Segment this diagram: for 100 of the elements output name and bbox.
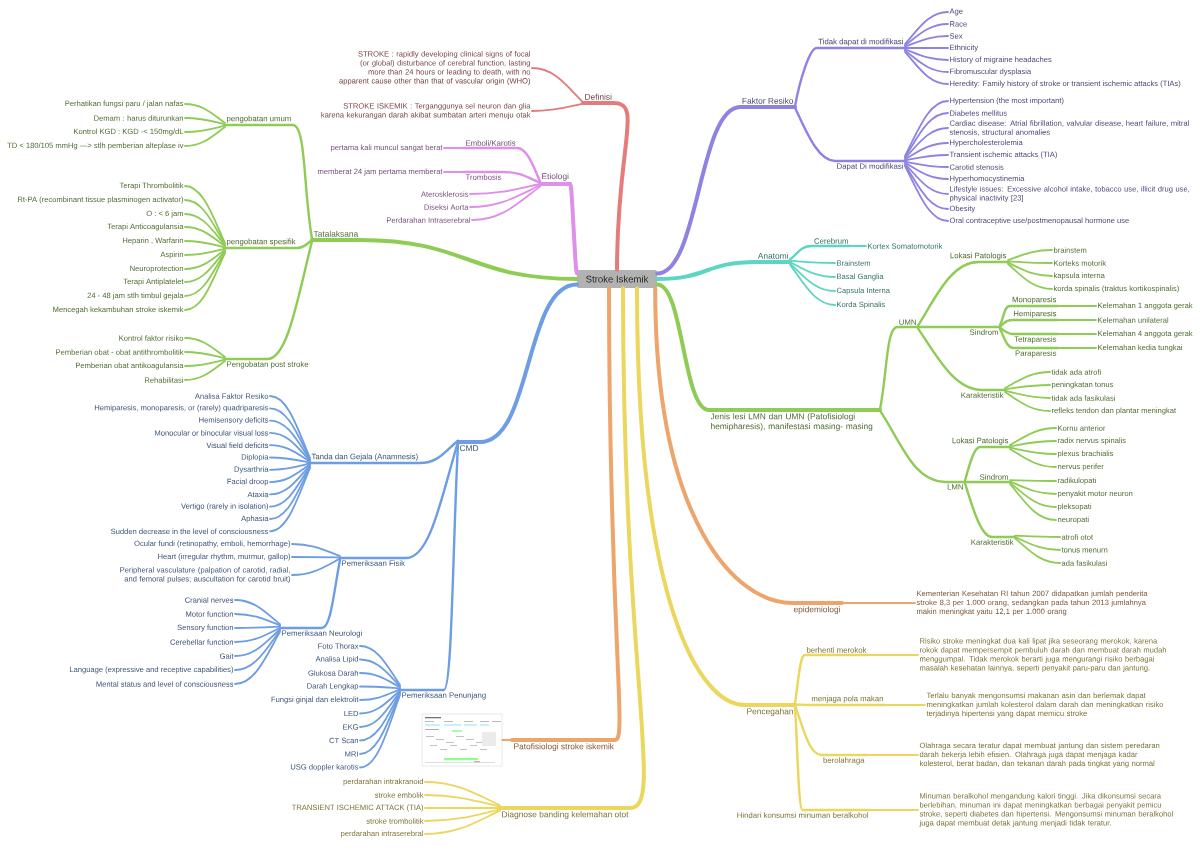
branch-label: CMD	[459, 445, 479, 452]
branch-line	[635, 286, 797, 707]
branch-line	[998, 318, 1060, 328]
branch-line	[1009, 481, 1057, 508]
branch-line	[359, 690, 401, 728]
branch-line	[471, 185, 541, 221]
branch-line	[269, 464, 311, 496]
branch-line	[963, 482, 1017, 539]
branch-line	[269, 466, 311, 520]
branch-line	[234, 625, 281, 629]
branch-line	[234, 627, 281, 643]
branch-line	[184, 248, 226, 270]
branch-line	[904, 112, 949, 158]
branch-line	[1057, 319, 1097, 321]
branch-label: Pencegahan	[747, 708, 793, 716]
branch-line	[184, 247, 226, 256]
branch-line	[1007, 263, 1053, 290]
branch-line	[1007, 249, 1053, 261]
branch-line	[1009, 446, 1057, 455]
branch-line	[655, 105, 797, 276]
branch-line	[904, 161, 949, 180]
branch-line	[184, 213, 226, 247]
branch-line	[269, 395, 311, 459]
branch-line	[789, 259, 836, 264]
branch-line	[269, 467, 311, 533]
branch-line	[184, 117, 226, 126]
branch-line	[269, 456, 311, 464]
branch-line	[998, 326, 1060, 336]
branch-line	[998, 304, 1060, 327]
branch-line	[469, 183, 541, 195]
branch-label: Jenis lesi LMN dan UMN (Patofisiologi hemipharesis), manifestasi masing- masing	[710, 413, 873, 431]
branch-line	[291, 543, 341, 557]
branch-line	[308, 439, 460, 465]
branch-line	[1014, 537, 1061, 564]
branch-line	[916, 327, 1007, 392]
branch-line	[916, 260, 1010, 327]
branch-line	[359, 688, 401, 701]
branch-line	[359, 691, 401, 742]
branch-label: Patofisiologi stroke iskemik	[514, 743, 614, 751]
branch-line	[1009, 448, 1057, 468]
branch-line	[498, 286, 646, 810]
branch-label: Tatalaksana	[313, 230, 359, 237]
branch-line	[1004, 389, 1051, 399]
branch-line	[462, 146, 542, 183]
branch-line	[904, 142, 949, 161]
branch-line	[234, 613, 281, 627]
branch-line	[359, 645, 401, 686]
branch-line	[234, 629, 281, 671]
branch-line	[904, 165, 949, 222]
branch-line	[269, 462, 311, 471]
branch-line	[904, 51, 949, 85]
branch-line	[655, 260, 792, 281]
branch-line	[904, 47, 949, 49]
branch-line	[291, 556, 341, 559]
branch-line	[653, 286, 844, 605]
branch-line	[1014, 534, 1061, 538]
branch-line	[359, 658, 401, 687]
branch-line	[424, 781, 501, 807]
branch-line	[869, 809, 919, 811]
branch-line	[793, 46, 907, 108]
branch-line	[1057, 347, 1097, 349]
branch-line	[581, 101, 630, 272]
branch-line	[1057, 305, 1097, 307]
branch-line	[359, 694, 401, 769]
branch-line	[904, 164, 949, 210]
branch-line	[963, 445, 1012, 482]
branch-line	[789, 261, 836, 278]
topic-box: Stroke Iskemik	[577, 270, 657, 288]
branch-line	[443, 147, 465, 149]
branch-line	[904, 35, 949, 48]
branch-line	[269, 444, 311, 463]
branch-line	[1014, 536, 1061, 551]
branch-line	[184, 249, 226, 283]
branch-line	[469, 184, 541, 208]
branch-line	[904, 48, 949, 61]
branch-line	[904, 23, 949, 47]
branch-line	[278, 558, 342, 630]
branch-line	[223, 240, 314, 361]
branch-line	[793, 106, 907, 163]
branch-line	[865, 754, 919, 756]
branch-label: Diagnose banding kelemahan otot	[502, 811, 629, 819]
branch-line	[904, 127, 949, 160]
branch-line	[462, 170, 542, 184]
branch-line	[1009, 440, 1057, 448]
branch-line	[793, 705, 872, 812]
branch-line	[269, 465, 311, 508]
branch-line	[424, 807, 501, 809]
branch-line	[904, 160, 949, 168]
branch-line	[359, 672, 401, 689]
branch-line	[501, 739, 513, 741]
branch-line	[184, 199, 226, 245]
branch-line	[904, 154, 949, 162]
branch-line	[269, 432, 311, 462]
branch-line	[538, 182, 579, 276]
branch-label: epidemiologi	[793, 606, 840, 614]
branch-line	[1007, 260, 1053, 264]
branch-label: Definisi	[585, 93, 612, 100]
branch-line	[1004, 384, 1051, 391]
branch-line	[793, 704, 868, 757]
branch-line	[1004, 371, 1051, 389]
